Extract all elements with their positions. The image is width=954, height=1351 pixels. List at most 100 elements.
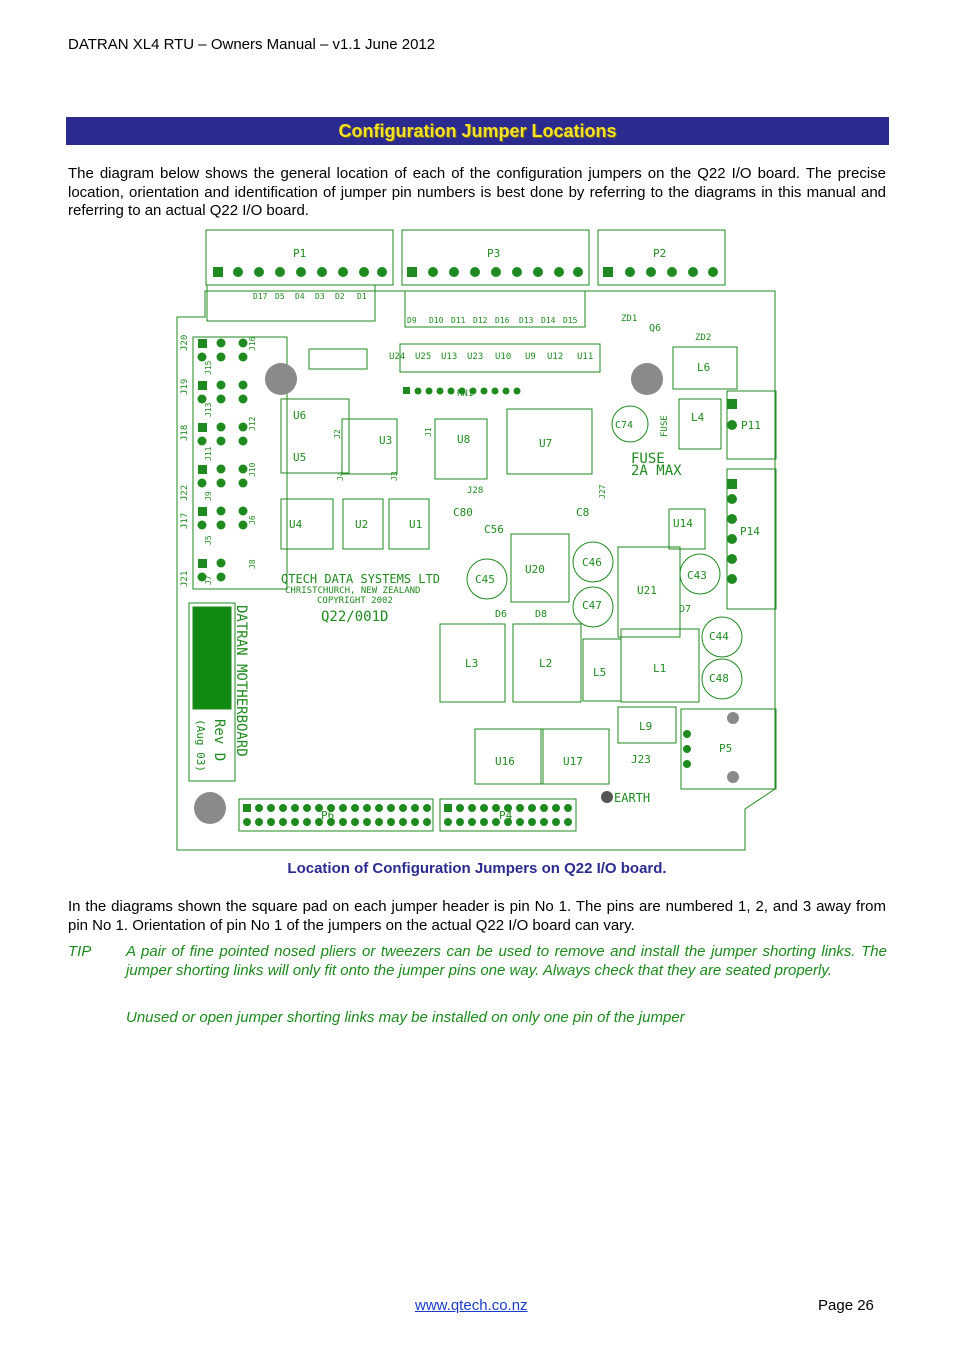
inductor-l9: L9: [639, 720, 652, 733]
connector-p5-label: P5: [719, 742, 732, 755]
company-city: CHRISTCHURCH, NEW ZEALAND: [285, 586, 420, 596]
connector-p14-label: P14: [740, 525, 760, 538]
chip-u20: U20: [525, 563, 545, 576]
jumper-j20: J20: [180, 335, 190, 351]
led-d4: D4: [295, 292, 305, 301]
diode-d6: D6: [495, 609, 507, 620]
company-name: QTECH DATA SYSTEMS LTD: [281, 572, 440, 586]
board-side-title: DATRAN MOTHERBOARD: [233, 605, 249, 757]
connector-p1-label: P1: [293, 247, 306, 260]
jumper-j16: J16: [248, 336, 257, 351]
led-d17: D17: [253, 292, 268, 301]
fuse-label: FUSE: [631, 451, 665, 467]
ic-u24: U24: [389, 352, 405, 362]
fuse-rating: 2A MAX: [631, 463, 682, 479]
jumper-j5: J5: [204, 535, 213, 545]
document-header: DATRAN XL4 RTU – Owners Manual – v1.1 Ju…: [68, 36, 436, 53]
cap-c45: C45: [475, 573, 495, 586]
led-d1: D1: [357, 292, 367, 301]
diode-d7: D7: [679, 604, 691, 615]
footer-website-link[interactable]: www.qtech.co.nz: [415, 1297, 528, 1314]
led-d5: D5: [275, 292, 285, 301]
chip-u7: U7: [539, 437, 552, 450]
chip-u1: U1: [409, 518, 422, 531]
jumper-j3: J3: [390, 471, 399, 481]
jumper-j7: J7: [204, 575, 213, 585]
connector-p3-label: P3: [487, 247, 500, 260]
led-d16: D16: [495, 316, 510, 325]
led-d3: D3: [315, 292, 325, 301]
cap-c56: C56: [484, 523, 504, 536]
chip-u5: U5: [293, 451, 306, 464]
zener-zd1: ZD1: [621, 314, 637, 324]
ic-u12: U12: [547, 352, 563, 362]
inductor-l1: L1: [653, 662, 666, 675]
board-rev-date: (Aug 03): [194, 719, 207, 772]
board-rev: Rev D: [211, 719, 227, 761]
jumper-j8: J8: [248, 559, 257, 569]
ic-u10: U10: [495, 352, 511, 362]
cap-c48: C48: [709, 672, 729, 685]
chip-u6: U6: [293, 409, 306, 422]
transistor-q6: Q6: [649, 323, 661, 334]
led-d13: D13: [519, 316, 534, 325]
inductor-l6: L6: [697, 361, 710, 374]
inductor-l3: L3: [465, 657, 478, 670]
cap-c47: C47: [582, 599, 602, 612]
chip-u4: U4: [289, 518, 303, 531]
chip-u3: U3: [379, 434, 392, 447]
board-diagram: P1 P3 P2 P11 P14 P5 P6 P4 QTECH DATA SYS…: [176, 229, 777, 851]
footer-page-number: Page 26: [818, 1297, 874, 1314]
connector-p2-label: P2: [653, 247, 666, 260]
jumper-j10: J10: [248, 462, 257, 477]
cap-c44: C44: [709, 630, 729, 643]
cap-c46: C46: [582, 556, 602, 569]
jumper-j21: J21: [180, 571, 190, 587]
chip-u8: U8: [457, 433, 470, 446]
fuse-part-label: FUSE: [660, 415, 670, 437]
led-d11: D11: [451, 316, 466, 325]
led-d10: D10: [429, 316, 444, 325]
tip-text-2: Unused or open jumper shorting links may…: [126, 1009, 685, 1026]
connector-p11-label: P11: [741, 419, 761, 432]
jumper-j9: J9: [204, 491, 213, 501]
jumper-j27: J27: [598, 484, 607, 499]
led-d9: D9: [407, 316, 417, 325]
ic-u9: U9: [525, 352, 536, 362]
jumper-j12: J12: [248, 416, 257, 431]
section-title-banner: Configuration Jumper Locations: [66, 117, 889, 145]
pin-note-paragraph: In the diagrams shown the square pad on …: [68, 898, 886, 934]
chip-u16: U16: [495, 755, 515, 768]
ic-u11: U11: [577, 352, 593, 362]
connector-p6-label: P6: [321, 809, 334, 822]
jumper-j23: J23: [631, 753, 651, 766]
inductor-l2: L2: [539, 657, 552, 670]
jumper-j22: J22: [180, 485, 190, 501]
chip-u2: U2: [355, 518, 368, 531]
led-d15: D15: [563, 316, 578, 325]
jumper-j15: J15: [204, 360, 213, 375]
jumper-j17: J17: [180, 513, 190, 529]
jumper-j1: J1: [424, 427, 433, 437]
ic-u13: U13: [441, 352, 457, 362]
jumper-j18: J18: [180, 425, 190, 441]
jumper-j28: J28: [467, 486, 483, 496]
intro-paragraph: The diagram below shows the general loca…: [68, 165, 886, 219]
rn1-label: RN1: [457, 389, 473, 399]
connector-p4-label: P4: [499, 809, 513, 822]
ic-u25: U25: [415, 352, 431, 362]
board-id: Q22/001D: [321, 609, 388, 625]
figure-caption: Location of Configuration Jumpers on Q22…: [287, 860, 667, 877]
ic-u23: U23: [467, 352, 483, 362]
cap-c43: C43: [687, 569, 707, 582]
earth-label: EARTH: [614, 791, 650, 805]
jumper-j11: J11: [204, 446, 213, 461]
chip-u21: U21: [637, 584, 657, 597]
chip-u17: U17: [563, 755, 583, 768]
cap-c80: C80: [453, 506, 473, 519]
cap-c74: C74: [615, 420, 633, 431]
jumper-j6: J6: [248, 515, 257, 525]
company-copyright: COPYRIGHT 2002: [317, 596, 393, 606]
inductor-l4: L4: [691, 411, 705, 424]
chip-u14: U14: [673, 517, 693, 530]
